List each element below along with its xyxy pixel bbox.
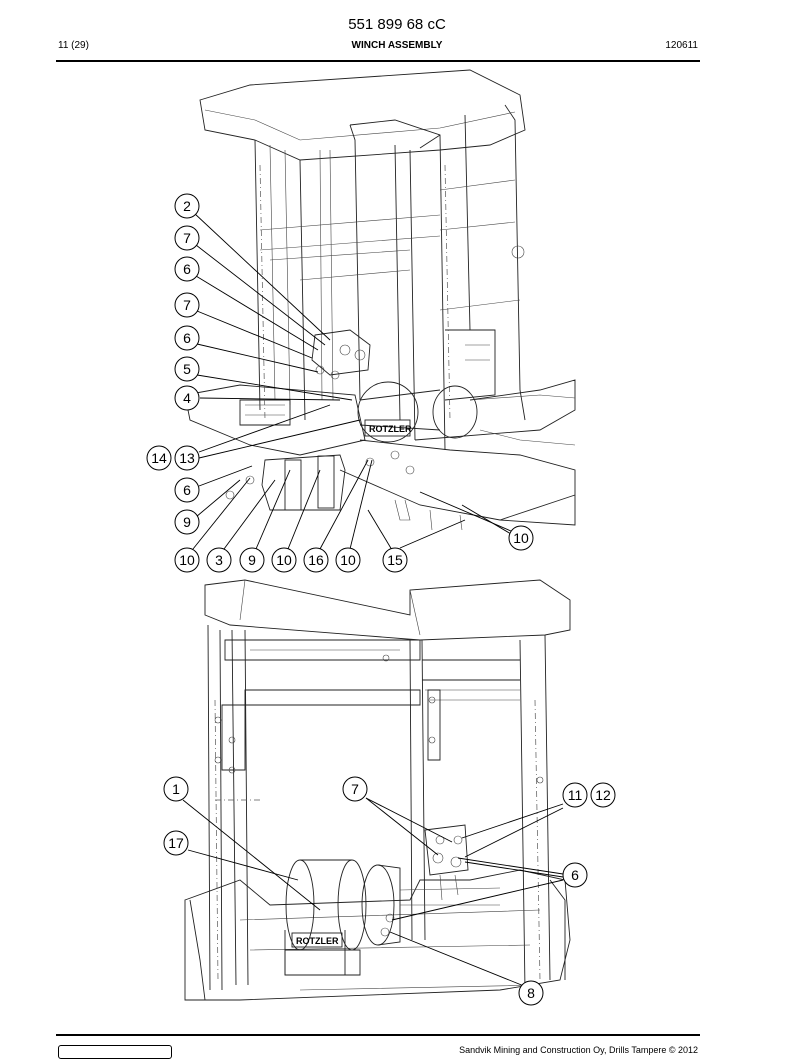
- callout-balloon: 6: [174, 325, 200, 351]
- callout-balloon: 17: [163, 830, 189, 856]
- callout-balloon: 10: [174, 547, 200, 573]
- callout-balloon: 3: [206, 547, 232, 573]
- svg-text:8: 8: [527, 985, 535, 1001]
- svg-text:11: 11: [568, 787, 583, 803]
- svg-text:10: 10: [513, 530, 529, 546]
- callout-balloon: 7: [174, 292, 200, 318]
- svg-text:17: 17: [168, 835, 184, 851]
- svg-text:10: 10: [179, 552, 195, 568]
- callout-balloon: 6: [562, 862, 588, 888]
- svg-text:1: 1: [172, 781, 180, 797]
- svg-text:6: 6: [183, 482, 191, 498]
- svg-text:4: 4: [183, 390, 191, 406]
- svg-text:10: 10: [276, 552, 292, 568]
- page-title: WINCH ASSEMBLY: [351, 40, 443, 51]
- top-guide-roller: [225, 454, 375, 511]
- callout-balloon: 10: [335, 547, 361, 573]
- header-rule: [56, 60, 700, 62]
- bottom-valve-block: [424, 824, 469, 901]
- svg-text:14: 14: [151, 450, 167, 466]
- top-valve-block: [311, 329, 371, 380]
- callout-balloon: 8: [518, 980, 544, 1006]
- svg-text:15: 15: [387, 552, 403, 568]
- callout-balloon: 10: [271, 547, 297, 573]
- callout-balloon: 5: [174, 356, 200, 382]
- svg-text:6: 6: [183, 330, 191, 346]
- document-date: 120611: [665, 40, 698, 51]
- svg-text:7: 7: [183, 230, 191, 246]
- callout-balloon: 9: [239, 547, 265, 573]
- svg-text:16: 16: [308, 552, 324, 568]
- svg-text:6: 6: [571, 867, 579, 883]
- svg-text:13: 13: [179, 450, 195, 466]
- footer-rule: [56, 1034, 700, 1036]
- svg-text:7: 7: [351, 781, 359, 797]
- sandvik-logo: [58, 1045, 172, 1059]
- page-index: 11 (29): [58, 40, 89, 51]
- svg-text:7: 7: [183, 297, 191, 313]
- callout-balloon: 6: [174, 256, 200, 282]
- callout-balloon: 1: [163, 776, 189, 802]
- document-number: 551 899 68 cC: [348, 16, 446, 33]
- callout-balloon: 6: [174, 477, 200, 503]
- svg-text:10: 10: [340, 552, 356, 568]
- callout-balloon: 10: [508, 525, 534, 551]
- callout-balloon: 11: [562, 782, 588, 808]
- brand-label-bottom: ROTZLER: [296, 936, 339, 946]
- callout-balloon: 9: [174, 509, 200, 535]
- top-winch-drum: ROTZLER: [357, 381, 478, 443]
- svg-text:9: 9: [183, 514, 191, 530]
- leader-lines: [182, 212, 564, 987]
- callout-balloon: 16: [303, 547, 329, 573]
- svg-text:12: 12: [595, 787, 611, 803]
- callout-balloon: 7: [174, 225, 200, 251]
- callout-balloon: 12: [590, 782, 616, 808]
- callout-balloon: 14: [146, 445, 172, 471]
- footer-copyright: Sandvik Mining and Construction Oy, Dril…: [459, 1045, 698, 1055]
- svg-text:6: 6: [183, 261, 191, 277]
- top-frame-lines: [184, 69, 576, 531]
- svg-text:9: 9: [248, 552, 256, 568]
- svg-text:5: 5: [183, 361, 191, 377]
- bottom-winch-drum: ROTZLER: [284, 859, 501, 976]
- svg-text:3: 3: [215, 552, 223, 568]
- svg-text:2: 2: [183, 198, 191, 214]
- callout-balloon: 7: [342, 776, 368, 802]
- bottom-frame-lines: [184, 579, 571, 1001]
- callout-balloon: 13: [174, 445, 200, 471]
- callout-balloon: 15: [382, 547, 408, 573]
- callout-balloon: 2: [174, 193, 200, 219]
- brand-label-top: ROTZLER: [369, 424, 412, 434]
- callout-balloon: 4: [174, 385, 200, 411]
